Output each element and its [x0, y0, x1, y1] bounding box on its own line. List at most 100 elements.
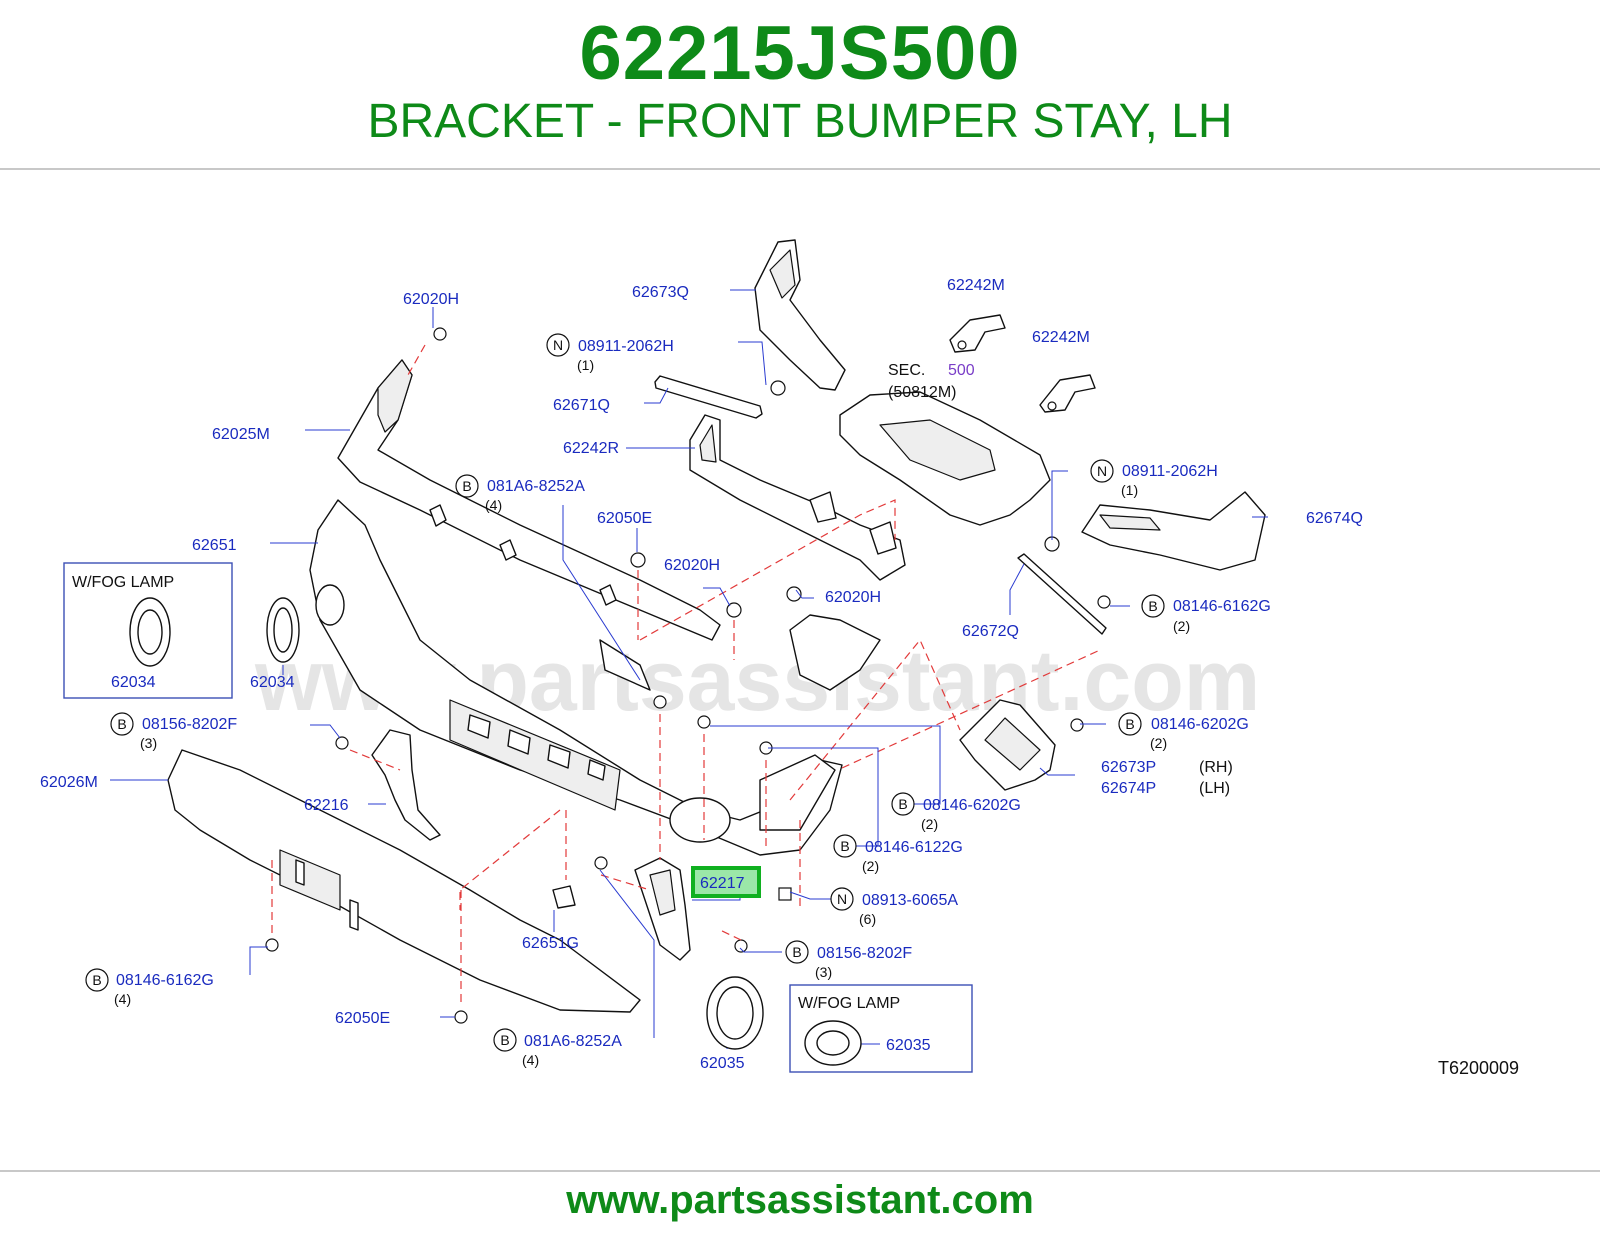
side-bracket-62673P-62674P[interactable]: [959, 699, 1056, 791]
callout-62651[interactable]: 62651: [192, 537, 237, 554]
callout-prefix: B: [462, 478, 471, 494]
callout-62673P[interactable]: 62673P: [1101, 759, 1156, 776]
sec-label: SEC.: [888, 362, 925, 379]
callout-qty: (4): [114, 991, 131, 1007]
callout-62671Q[interactable]: 62671Q: [553, 397, 610, 414]
callout-qty: (1): [577, 357, 594, 373]
part-number-title: 62215JS500: [579, 11, 1021, 96]
callout-62242M-upper[interactable]: 62242M: [947, 277, 1005, 294]
bracket-62242M-upper[interactable]: [949, 314, 1006, 353]
callout-qty: (3): [815, 964, 832, 980]
callout-62651G[interactable]: 62651G: [522, 935, 579, 952]
callout-prefix: B: [1148, 598, 1157, 614]
bumper-fascia-62651[interactable]: [309, 499, 843, 856]
callout-08156-8202F-right[interactable]: 08156-8202F: [817, 945, 912, 962]
corner-panel-62674Q[interactable]: [1081, 491, 1266, 571]
callout-62026M[interactable]: 62026M: [40, 774, 98, 791]
highlighted-callout-box[interactable]: [691, 866, 761, 898]
prefix-b-circle: [1141, 594, 1165, 618]
bumper-side-trim-lh[interactable]: [789, 614, 881, 691]
prefix-b-circle: [833, 834, 857, 858]
callout-62025M[interactable]: 62025M: [212, 426, 270, 443]
rod-62671Q[interactable]: [654, 375, 786, 419]
callout-08911-2062H-left[interactable]: 08911-2062H: [578, 338, 674, 355]
callout-62035[interactable]: 62035: [700, 1055, 745, 1072]
callout-08146-6122G[interactable]: 08146-6122G: [865, 839, 963, 856]
assembly-dashed-lines: [271, 344, 1101, 1005]
prefix-b-circle: [110, 712, 134, 736]
callout-62673Q[interactable]: 62673Q: [632, 284, 689, 301]
prefix-b-circle: [85, 968, 109, 992]
prefix-n-circle: [1090, 459, 1114, 483]
callout-prefix: B: [898, 796, 907, 812]
fog-bezel-62035-boxed[interactable]: [804, 1020, 862, 1066]
callout-08146-6162G-left[interactable]: 08146-6162G: [116, 972, 214, 989]
callout-62242M-lower[interactable]: 62242M: [1032, 329, 1090, 346]
bracket-62242M-lower[interactable]: [1039, 374, 1096, 413]
callout-prefix: N: [1097, 463, 1107, 479]
stay-62216[interactable]: [371, 729, 441, 841]
callout-081A6-8252A-bottom[interactable]: 081A6-8252A: [524, 1033, 622, 1050]
callout-62050E-top[interactable]: 62050E: [597, 510, 652, 527]
callout-08146-6162G-right[interactable]: 08146-6162G: [1173, 598, 1271, 615]
callout-08913-6065A[interactable]: 08913-6065A: [862, 892, 958, 909]
fog-bezel-62035[interactable]: [706, 976, 764, 1050]
sec-ref: (50812M): [888, 384, 956, 401]
callout-62216[interactable]: 62216: [304, 797, 349, 814]
callout-qty: (1): [1121, 482, 1138, 498]
bumper-stay-62242R[interactable]: [689, 414, 906, 581]
footer-divider: [0, 1170, 1600, 1172]
callout-qty: (4): [522, 1052, 539, 1068]
sec-number-link[interactable]: 500: [948, 362, 975, 379]
callout-qty: (4): [485, 497, 502, 513]
callout-prefix: B: [840, 838, 849, 854]
fog-lamp-box-left-title: W/FOG LAMP: [72, 574, 174, 591]
callout-62034[interactable]: 62034: [250, 674, 295, 691]
part-description-title: BRACKET - FRONT BUMPER STAY, LH: [367, 95, 1233, 148]
fog-trim-62034[interactable]: [266, 597, 300, 663]
callout-qty: (2): [1173, 618, 1190, 634]
callout-prefix: B: [117, 716, 126, 732]
reinforcement-upper-62025M[interactable]: [337, 359, 721, 641]
fog-trim-62034-boxed[interactable]: [129, 597, 171, 667]
rod-62672Q[interactable]: [1017, 536, 1107, 635]
callout-prefix: B: [92, 972, 101, 988]
callout-62035-boxed[interactable]: 62035: [886, 1037, 931, 1054]
corner-panel-62673Q[interactable]: [754, 239, 846, 391]
callout-08911-2062H-right[interactable]: 08911-2062H: [1122, 463, 1218, 480]
leader-lines: [110, 289, 1268, 1049]
callout-62674P[interactable]: 62674P: [1101, 780, 1156, 797]
engine-undercover-50812M[interactable]: [839, 391, 1051, 526]
callout-prefix: B: [1125, 716, 1134, 732]
callout-62020H-right[interactable]: 62020H: [825, 589, 881, 606]
fog-lamp-box-right: [789, 984, 973, 1073]
callout-62674Q[interactable]: 62674Q: [1306, 510, 1363, 527]
callout-62020H-top[interactable]: 62020H: [403, 291, 459, 308]
callout-62020H-mid[interactable]: 62020H: [664, 557, 720, 574]
footer-website-link[interactable]: www.partsassistant.com: [566, 1178, 1034, 1222]
rh-label: (RH): [1199, 759, 1233, 776]
stay-62217[interactable]: [634, 857, 691, 961]
callout-08146-6202G-right[interactable]: 08146-6202G: [1151, 716, 1249, 733]
callout-62217-highlighted[interactable]: 62217: [700, 875, 745, 892]
callout-qty: (2): [1150, 735, 1167, 751]
clip-62651G[interactable]: [552, 885, 576, 909]
fog-lamp-box-right-title: W/FOG LAMP: [798, 995, 900, 1012]
reinforcement-lower-62026M[interactable]: [167, 749, 641, 1013]
callout-081A6-8252A-top[interactable]: 081A6-8252A: [487, 478, 585, 495]
prefix-b-circle: [1118, 712, 1142, 736]
callout-62034-boxed[interactable]: 62034: [111, 674, 156, 691]
callout-labels: 62020H 62673Q 62242M 62242M N 08911-2062…: [40, 277, 1519, 1078]
fog-lamp-box-left: [63, 562, 233, 699]
diagram-code: T6200009: [1438, 1058, 1519, 1078]
header-divider: [0, 168, 1600, 170]
callout-08156-8202F-left[interactable]: 08156-8202F: [142, 716, 237, 733]
callout-prefix: N: [837, 891, 847, 907]
callout-62050E-bottom[interactable]: 62050E: [335, 1010, 390, 1027]
callout-qty: (2): [862, 858, 879, 874]
lh-label: (LH): [1199, 780, 1230, 797]
callout-08146-6202G-mid[interactable]: 08146-6202G: [923, 797, 1021, 814]
callout-62242R[interactable]: 62242R: [563, 440, 619, 457]
callout-62672Q[interactable]: 62672Q: [962, 623, 1019, 640]
parts-diagram: www.partsassistant.com: [0, 170, 1600, 1170]
